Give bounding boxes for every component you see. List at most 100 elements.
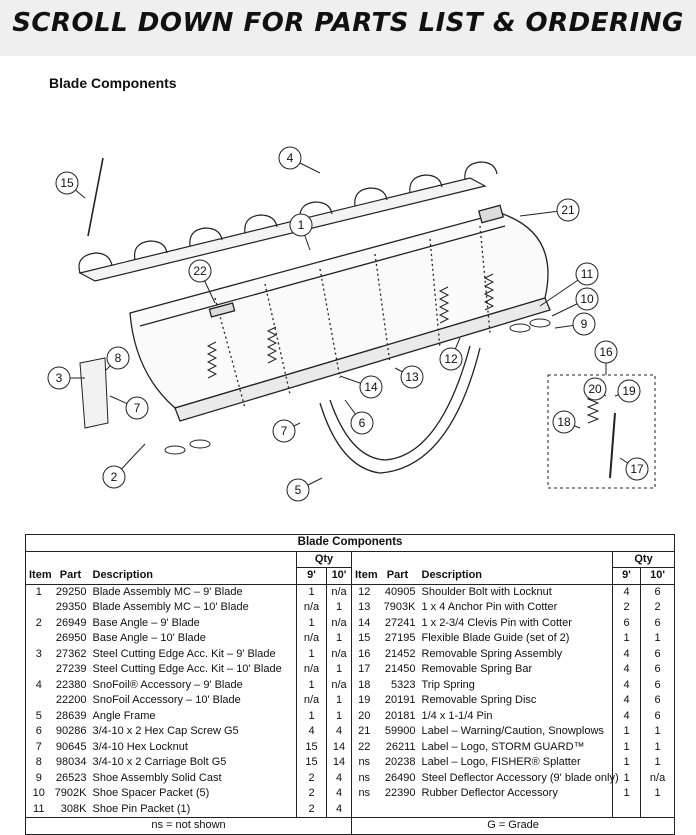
cell-desc: Shoe Spacer Packet (5) [92,787,210,800]
cell-q10: n/a [326,646,352,662]
cell-part: 90286 [55,725,87,738]
callout-7: 7 [272,419,296,443]
cell-part: 20181 [384,709,416,722]
svg-text:16: 16 [599,345,613,359]
cell-q10: n/a [326,677,352,693]
cell-part: 26949 [55,616,87,629]
callout-21: 21 [556,198,580,222]
table-title: Blade Components [24,534,676,552]
cell-part: 21450 [384,663,416,676]
footer-note-grade: G = Grade [350,817,676,835]
svg-text:2: 2 [111,470,118,484]
svg-text:22: 22 [193,264,207,278]
cell-q9: 4 [612,646,641,662]
cell-item: ns [358,771,371,784]
cell-q10: 6 [640,646,676,662]
cell-q10: 1 [640,631,676,647]
cell-q9: 1 [612,770,641,786]
callout-7: 7 [125,396,149,420]
cell-item: 7 [25,739,52,755]
callout-2: 2 [102,465,126,489]
cell-q9: 1 [296,677,327,693]
cell-part: 27239 [55,663,87,676]
cell-q10: 14 [326,739,352,755]
cell-q10: 1 [640,755,676,771]
cell-desc [419,802,613,818]
callout-13: 13 [400,365,424,389]
callout-17: 17 [625,457,649,481]
cell-desc: Label – Logo, STORM GUARD™ [421,740,585,753]
cell-desc: Removable Spring Bar [421,663,533,676]
footer-note-ns: ns = not shown [25,817,352,835]
cell-part [377,802,419,818]
cell-part: 26950 [55,632,87,645]
trip-springs [164,273,551,455]
svg-text:19: 19 [622,384,636,398]
cell-desc: Label – Warning/Caution, Snowplows [421,725,604,738]
cell-desc: Base Angle – 9' Blade [92,616,200,629]
cell-q9: 1 [612,631,641,647]
cell-part: 7903K [383,601,416,614]
callout-16: 16 [594,340,618,364]
cell-q10: 1 [640,724,676,740]
col-qty-10: 10' [640,567,676,585]
callout-20: 20 [583,377,607,401]
svg-text:5: 5 [295,483,302,497]
cell-item: ns [358,787,371,800]
svg-text:12: 12 [444,352,458,366]
cell-q9: 1 [296,615,327,631]
cell-q9: 4 [612,677,641,693]
col-item: Item [25,567,52,585]
cell-item: 17 [358,663,371,676]
cell-item: 10 [25,786,52,802]
svg-text:13: 13 [405,370,419,384]
svg-text:17: 17 [630,462,644,476]
cell-q10: n/a [326,615,352,631]
svg-text:7: 7 [281,424,288,438]
col-qty-9: 9' [296,567,327,585]
cell-q10: 1 [326,600,352,616]
cell-q9: 1 [612,755,641,771]
cell-part: 22390 [384,787,416,800]
callout-4: 4 [278,146,302,170]
cell-q9: 4 [296,724,327,740]
cell-q10: 6 [640,662,676,678]
cell-item: 3 [25,646,52,662]
cell-desc: 3/4-10 x 2 Hex Cap Screw G5 [92,725,239,738]
cell-desc: Removable Spring Assembly [421,647,563,660]
cell-q9 [612,801,641,818]
cell-desc: Blade Assembly MC – 9' Blade [92,585,243,598]
header-banner: SCROLL DOWN FOR PARTS LIST & ORDERING [0,0,696,56]
cell-desc: Rubber Deflector Accessory [421,787,558,800]
callout-15: 15 [55,171,79,195]
cell-q9: n/a [296,662,327,678]
cell-item: 13 [358,601,371,614]
flexible-blade-guide [87,157,104,237]
cell-q9: 2 [296,801,327,818]
cell-q9: 4 [612,584,641,600]
svg-text:21: 21 [561,203,575,217]
cell-q9: 15 [296,755,327,771]
cell-q9: 2 [612,600,641,616]
cell-item: 15 [358,632,371,645]
cell-part: 29250 [55,585,87,598]
cell-q10: 2 [640,600,676,616]
cell-desc: Steel Deflector Accessory (9' blade only… [421,771,619,784]
cell-item: 4 [25,677,52,693]
blade-moldboard [129,204,551,422]
cell-q10: 6 [640,708,676,724]
cell-part: 29350 [55,601,87,614]
svg-text:8: 8 [115,351,122,365]
cell-desc: SnoFoil Accessory – 10' Blade [92,694,241,707]
svg-text:3: 3 [56,371,63,385]
cell-q9: 15 [296,739,327,755]
cell-item: 14 [358,616,371,629]
cell-q9: 1 [296,708,327,724]
cell-part: 20191 [384,694,416,707]
